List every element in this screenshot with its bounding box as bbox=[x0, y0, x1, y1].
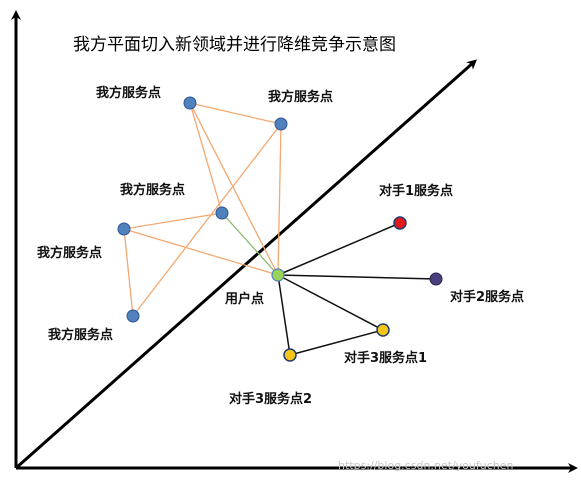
watermark: https://blog.csdn.net/youfuchen bbox=[338, 459, 514, 472]
own-node bbox=[215, 206, 229, 220]
rival3-label-2: 对手3服务点2 bbox=[229, 391, 312, 407]
rival-links bbox=[277, 222, 437, 356]
own-network-links bbox=[123, 102, 282, 317]
rival3-node-1 bbox=[376, 323, 390, 337]
own-node-label: 我方服务点 bbox=[96, 85, 161, 101]
rival-link bbox=[277, 274, 437, 280]
own-link bbox=[189, 102, 279, 276]
own-link bbox=[123, 228, 279, 276]
rival-link bbox=[277, 274, 291, 356]
own-link bbox=[123, 212, 223, 230]
own-node bbox=[274, 117, 288, 131]
user-node bbox=[271, 268, 285, 282]
cross-link bbox=[221, 212, 279, 276]
own-node-label: 我方服务点 bbox=[48, 327, 113, 343]
own-link bbox=[277, 123, 282, 276]
rival1-node bbox=[393, 216, 407, 230]
rival2-node bbox=[429, 272, 443, 286]
rival1-label: 对手1服务点 bbox=[379, 183, 453, 199]
user-node-label: 用户点 bbox=[224, 291, 264, 307]
own-node bbox=[183, 96, 197, 110]
rival3-label-1: 对手3服务点1 bbox=[344, 350, 427, 366]
diagram-title: 我方平面切入新领域并进行降维竞争示意图 bbox=[73, 35, 396, 55]
own-node-label: 我方服务点 bbox=[120, 182, 185, 198]
rival-link bbox=[289, 329, 384, 356]
own-link bbox=[189, 102, 223, 214]
own-node bbox=[126, 309, 140, 323]
own-node-label: 我方服务点 bbox=[37, 245, 102, 261]
rival-link bbox=[277, 274, 384, 331]
own-node-label: 我方服务点 bbox=[268, 89, 333, 105]
own-link bbox=[123, 228, 134, 317]
own-link bbox=[132, 123, 282, 317]
rival2-label: 对手2服务点 bbox=[450, 289, 524, 305]
rival-link bbox=[277, 222, 401, 276]
own-link bbox=[189, 102, 282, 125]
rival3-node-2 bbox=[283, 348, 297, 362]
own-node bbox=[117, 222, 131, 236]
